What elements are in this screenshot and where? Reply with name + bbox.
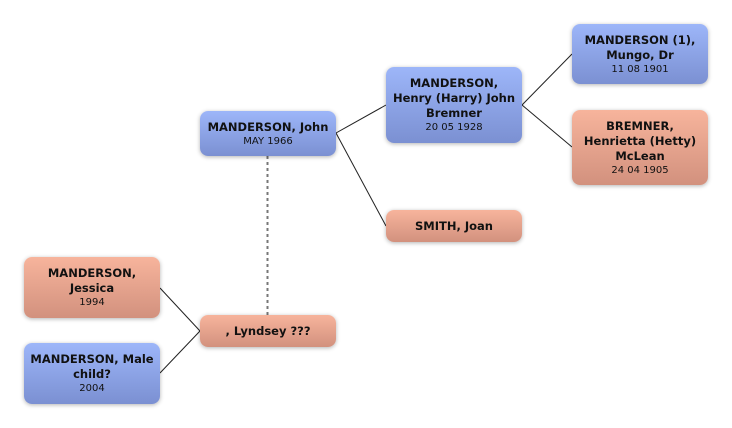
- connector-lyndsey-male-child: [159, 330, 201, 374]
- person-date: 1994: [79, 297, 105, 308]
- connector-henry-bremner: [521, 104, 573, 148]
- person-john[interactable]: MANDERSON, John MAY 1966: [200, 111, 336, 156]
- connector-john-smith: [335, 132, 387, 227]
- person-date: 11 08 1901: [611, 63, 669, 75]
- person-date: 20 05 1928: [425, 122, 483, 133]
- person-name: MANDERSON, Henry (Harry) John Bremner: [392, 76, 516, 120]
- person-henry[interactable]: MANDERSON, Henry (Harry) John Bremner 20…: [386, 67, 522, 143]
- person-bremner[interactable]: BREMNER, Henrietta (Hetty) McLean 24 04 …: [572, 110, 708, 185]
- person-name: MANDERSON, Jessica: [47, 266, 137, 295]
- person-lyndsey[interactable]: , Lyndsey ???: [200, 315, 336, 347]
- person-mungo[interactable]: MANDERSON (1), Mungo, Dr 11 08 1901: [572, 24, 708, 84]
- connector-henry-mungo: [521, 53, 573, 106]
- person-jessica[interactable]: MANDERSON, Jessica 1994: [24, 257, 160, 318]
- person-date: 24 04 1905: [611, 164, 669, 176]
- person-name: , Lyndsey ???: [225, 323, 311, 338]
- person-male-child[interactable]: MANDERSON, Male child? 2004: [24, 343, 160, 404]
- person-name: MANDERSON, Male child?: [30, 352, 154, 381]
- connector-lyndsey-jessica: [159, 287, 201, 332]
- connector-john-henry: [335, 104, 387, 134]
- person-date: MAY 1966: [243, 135, 293, 147]
- person-smith[interactable]: SMITH, Joan: [386, 210, 522, 242]
- person-name: MANDERSON, John: [207, 119, 329, 134]
- person-name: MANDERSON (1), Mungo, Dr: [584, 32, 696, 62]
- person-date: 2004: [79, 383, 105, 394]
- person-name: SMITH, Joan: [415, 218, 493, 233]
- person-name: BREMNER, Henrietta (Hetty) McLean: [583, 118, 697, 163]
